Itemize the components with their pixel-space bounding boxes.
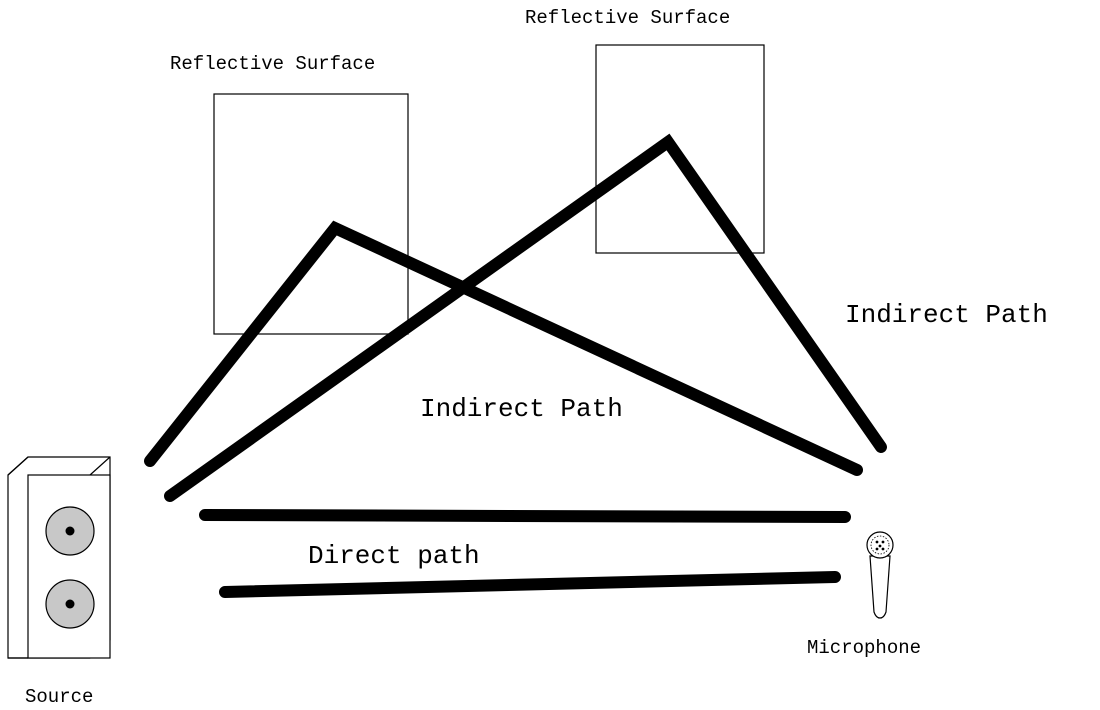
direct-path-line-upper	[199, 509, 851, 523]
reflective-surface-left	[213, 93, 409, 335]
speaker-icon	[7, 456, 111, 659]
indirect-path-left-reflection	[144, 220, 863, 476]
source-label: Source	[25, 686, 93, 708]
indirect-path-right-reflection	[164, 133, 887, 502]
direct-path-line-lower	[219, 571, 841, 598]
indirect-path-label-right: Indirect Path	[845, 300, 1048, 330]
surface-left-label: Reflective Surface	[170, 53, 375, 75]
indirect-path-label-center: Indirect Path	[420, 394, 623, 424]
surface-right-label: Reflective Surface	[525, 7, 730, 29]
microphone-label: Microphone	[807, 637, 921, 659]
direct-path-label: Direct path	[308, 541, 480, 571]
microphone-icon	[866, 531, 894, 619]
